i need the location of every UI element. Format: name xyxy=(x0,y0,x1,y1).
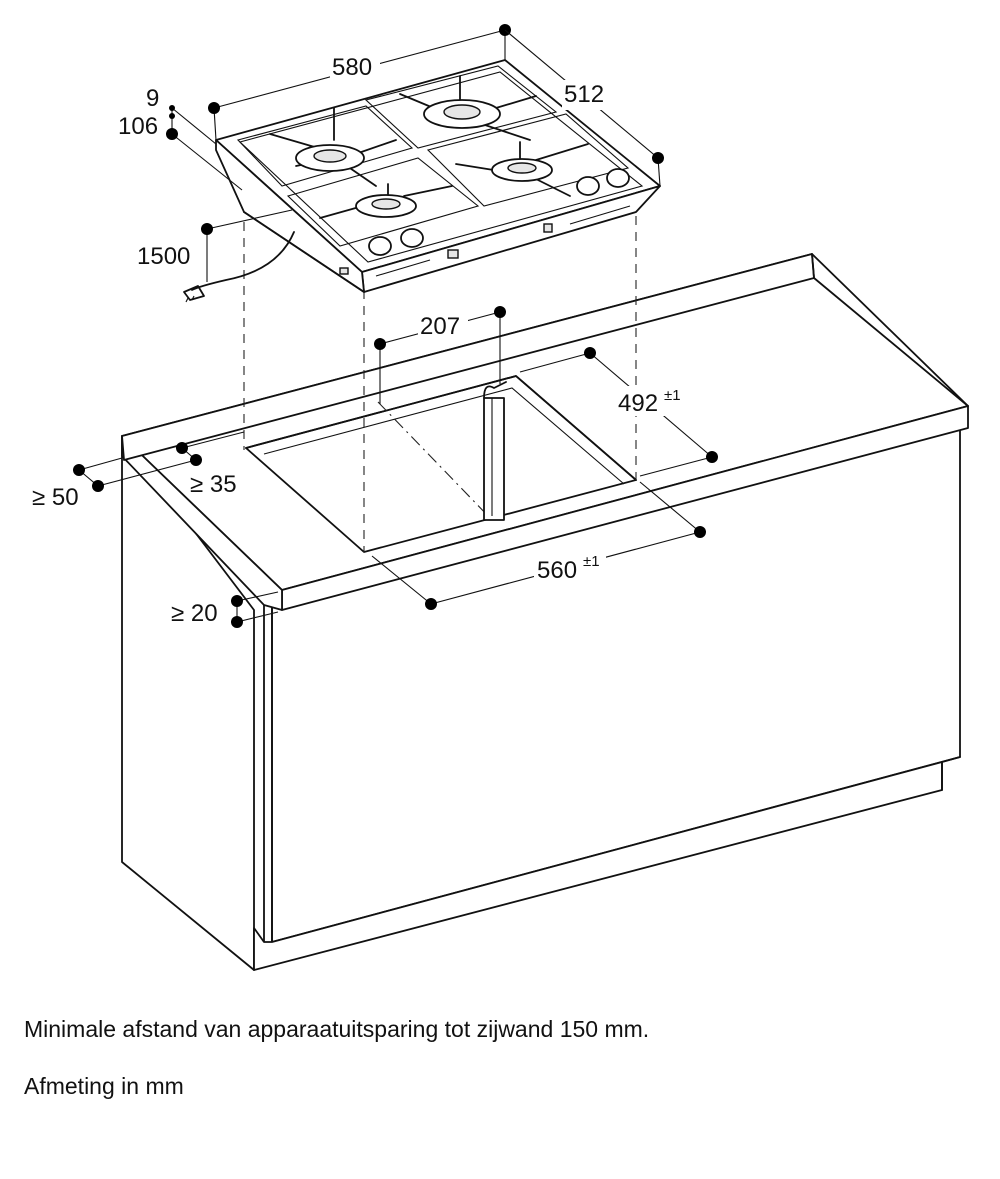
dim-min-back: ≥ 50 xyxy=(32,484,79,511)
dimension-labels: 580 512 9 106 1500 207 492 ±1 560 ±1 ≥ 5… xyxy=(32,50,688,627)
gas-pipe xyxy=(483,397,505,521)
worktop-cutout xyxy=(245,375,637,553)
dim-cutout-depth: 492 xyxy=(618,390,658,417)
dimension-lines xyxy=(73,24,718,628)
dim-height-9: 9 xyxy=(146,85,159,112)
burners xyxy=(295,99,553,218)
knob-4 xyxy=(606,168,630,188)
projection-lines xyxy=(243,200,637,552)
dim-min-thickness: ≥ 20 xyxy=(171,600,218,627)
dim-min-side: ≥ 35 xyxy=(190,471,237,498)
installation-diagram: 580 512 9 106 1500 207 492 ±1 560 ±1 ≥ 5… xyxy=(32,24,969,971)
dim-cutout-width: 560 xyxy=(537,557,577,584)
knob-3 xyxy=(576,176,600,196)
worktop-side-edge xyxy=(121,435,283,611)
dim-hob-depth: 512 xyxy=(564,81,604,108)
dim-cable-length: 1500 xyxy=(137,243,190,270)
power-plug xyxy=(183,285,205,301)
control-knobs xyxy=(368,168,630,256)
dim-hob-width: 580 xyxy=(332,54,372,81)
knob-1 xyxy=(368,236,392,256)
dim-cutout-width-tolerance: ±1 xyxy=(583,553,600,570)
dim-cutout-depth-tolerance: ±1 xyxy=(664,387,681,404)
knob-2 xyxy=(400,228,424,248)
gas-hob xyxy=(183,59,661,303)
kitchen-cabinet xyxy=(121,422,961,971)
dim-height-106: 106 xyxy=(118,113,158,140)
units-note: Afmeting in mm xyxy=(24,1073,184,1099)
dim-gas-offset: 207 xyxy=(420,313,460,340)
side-wall-note: Minimale afstand van apparaatuitsparing … xyxy=(24,1016,650,1042)
